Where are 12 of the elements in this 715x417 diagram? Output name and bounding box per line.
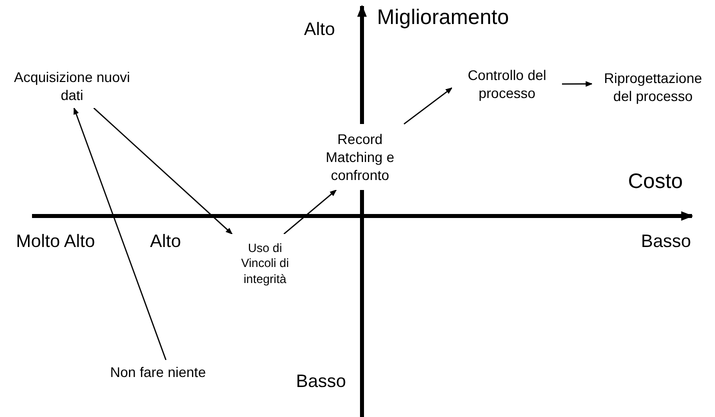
- arrow: [93, 108, 233, 234]
- arrow: [562, 81, 593, 87]
- axis-title: Miglioramento: [377, 6, 509, 30]
- axis-title: Costo: [628, 170, 683, 194]
- axis-label: Basso: [641, 232, 692, 252]
- axis-label: Alto: [304, 20, 336, 40]
- arrow: [73, 107, 166, 360]
- arrow: [404, 87, 453, 124]
- axis-label: Alto: [150, 232, 182, 252]
- axis-label: Basso: [296, 372, 346, 392]
- axis-label: Molto Alto: [16, 232, 96, 252]
- arrow: [284, 190, 337, 234]
